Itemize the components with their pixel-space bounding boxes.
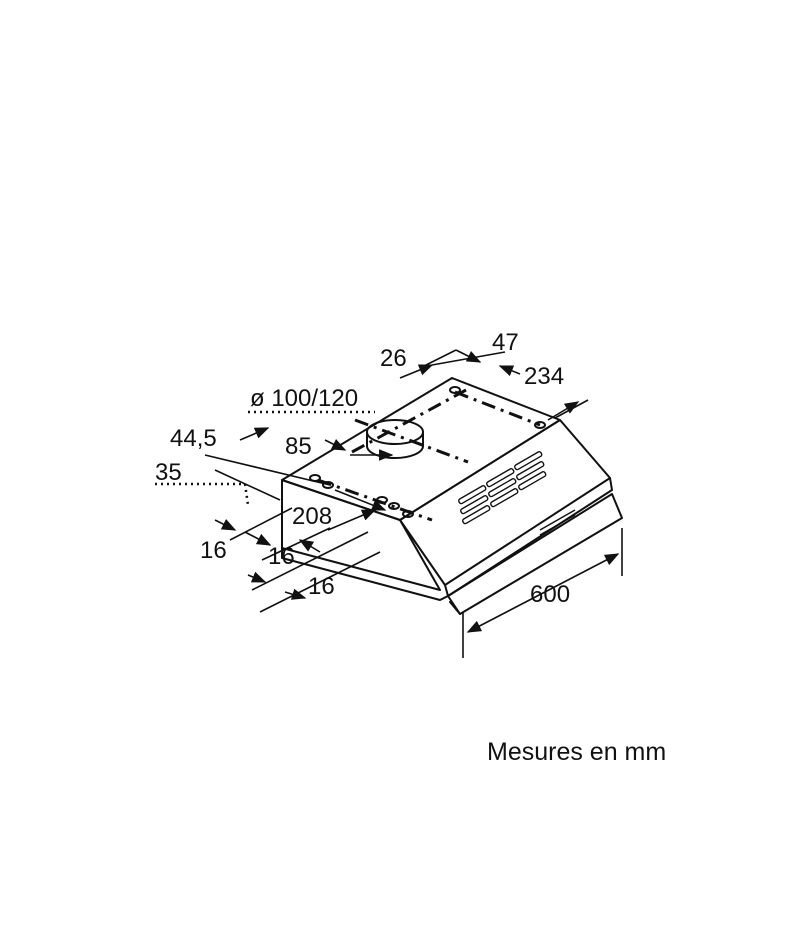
dimension-lines <box>204 349 623 658</box>
vent-grille <box>458 451 576 536</box>
units-caption: Mesures en mm <box>487 738 666 766</box>
dim-35-label: 35 <box>155 459 182 486</box>
dim-234-label: 234 <box>524 363 564 390</box>
dim-16c-label: 16 <box>308 573 335 600</box>
dim-26-label: 26 <box>380 345 407 372</box>
dim-16b-label: 16 <box>268 543 295 570</box>
dim-44-5-label: 44,5 <box>170 425 217 452</box>
dim-600-label: 600 <box>530 581 570 608</box>
duct-collar <box>366 419 424 459</box>
dim-85-label: 85 <box>285 433 312 460</box>
hood-body <box>281 377 623 615</box>
dim-duct-diameter-label: ø 100/120 <box>250 385 358 412</box>
dim-208-label: 208 <box>292 503 332 530</box>
dim-16a-label: 16 <box>200 537 227 564</box>
hood-side-face <box>281 479 441 591</box>
dimension-labels: 26 47 234 ø 100/120 44,5 85 35 208 16 16… <box>155 329 570 608</box>
dim-47-label: 47 <box>492 329 519 356</box>
